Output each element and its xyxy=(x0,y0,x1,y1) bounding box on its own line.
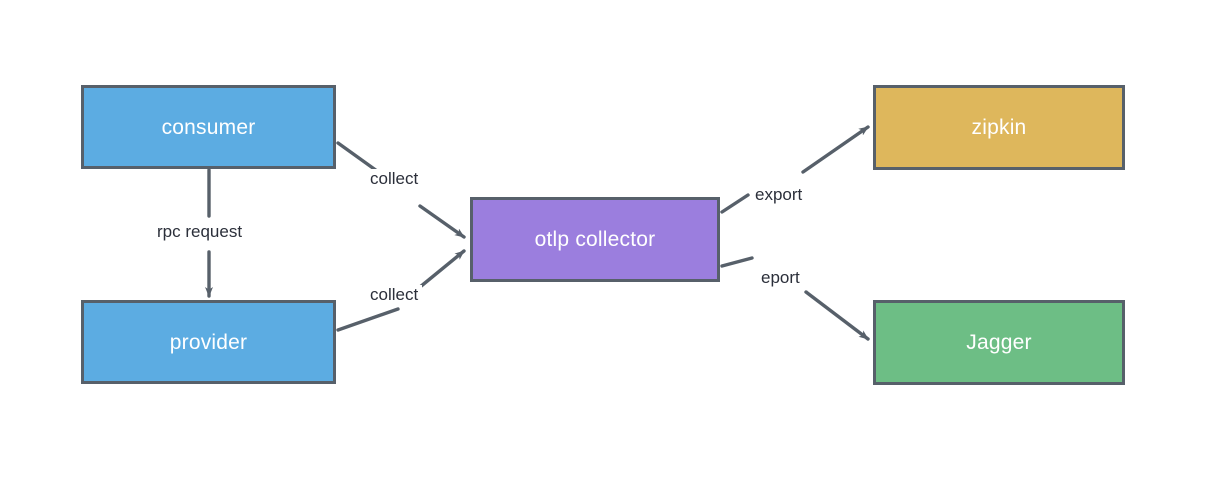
node-zipkin-label: zipkin xyxy=(971,116,1027,139)
node-consumer[interactable]: consumer xyxy=(81,85,336,169)
edge-collector-to-zipkin xyxy=(720,125,870,214)
node-otlp-collector-label: otlp collector xyxy=(534,228,656,251)
node-otlp-collector[interactable]: otlp collector xyxy=(470,197,720,282)
node-jagger[interactable]: Jagger xyxy=(873,300,1125,385)
edge-label-provider-to-collector: collect xyxy=(366,285,423,306)
edge-collector-to-jagger xyxy=(720,256,870,341)
edge-consumer-to-collector xyxy=(336,141,466,239)
edge-provider-to-collector xyxy=(336,249,466,332)
node-provider-label: provider xyxy=(169,330,248,354)
node-provider[interactable]: provider xyxy=(81,300,336,384)
node-jagger-label: Jagger xyxy=(966,331,1032,354)
node-zipkin[interactable]: zipkin xyxy=(873,85,1125,170)
node-consumer-label: consumer xyxy=(161,115,256,139)
edge-label-collector-to-zipkin: export xyxy=(751,185,807,206)
edge-label-consumer-to-provider: rpc request xyxy=(153,222,247,243)
edge-label-collector-to-jagger: eport xyxy=(757,268,804,289)
edge-label-consumer-to-collector: collect xyxy=(366,169,423,190)
